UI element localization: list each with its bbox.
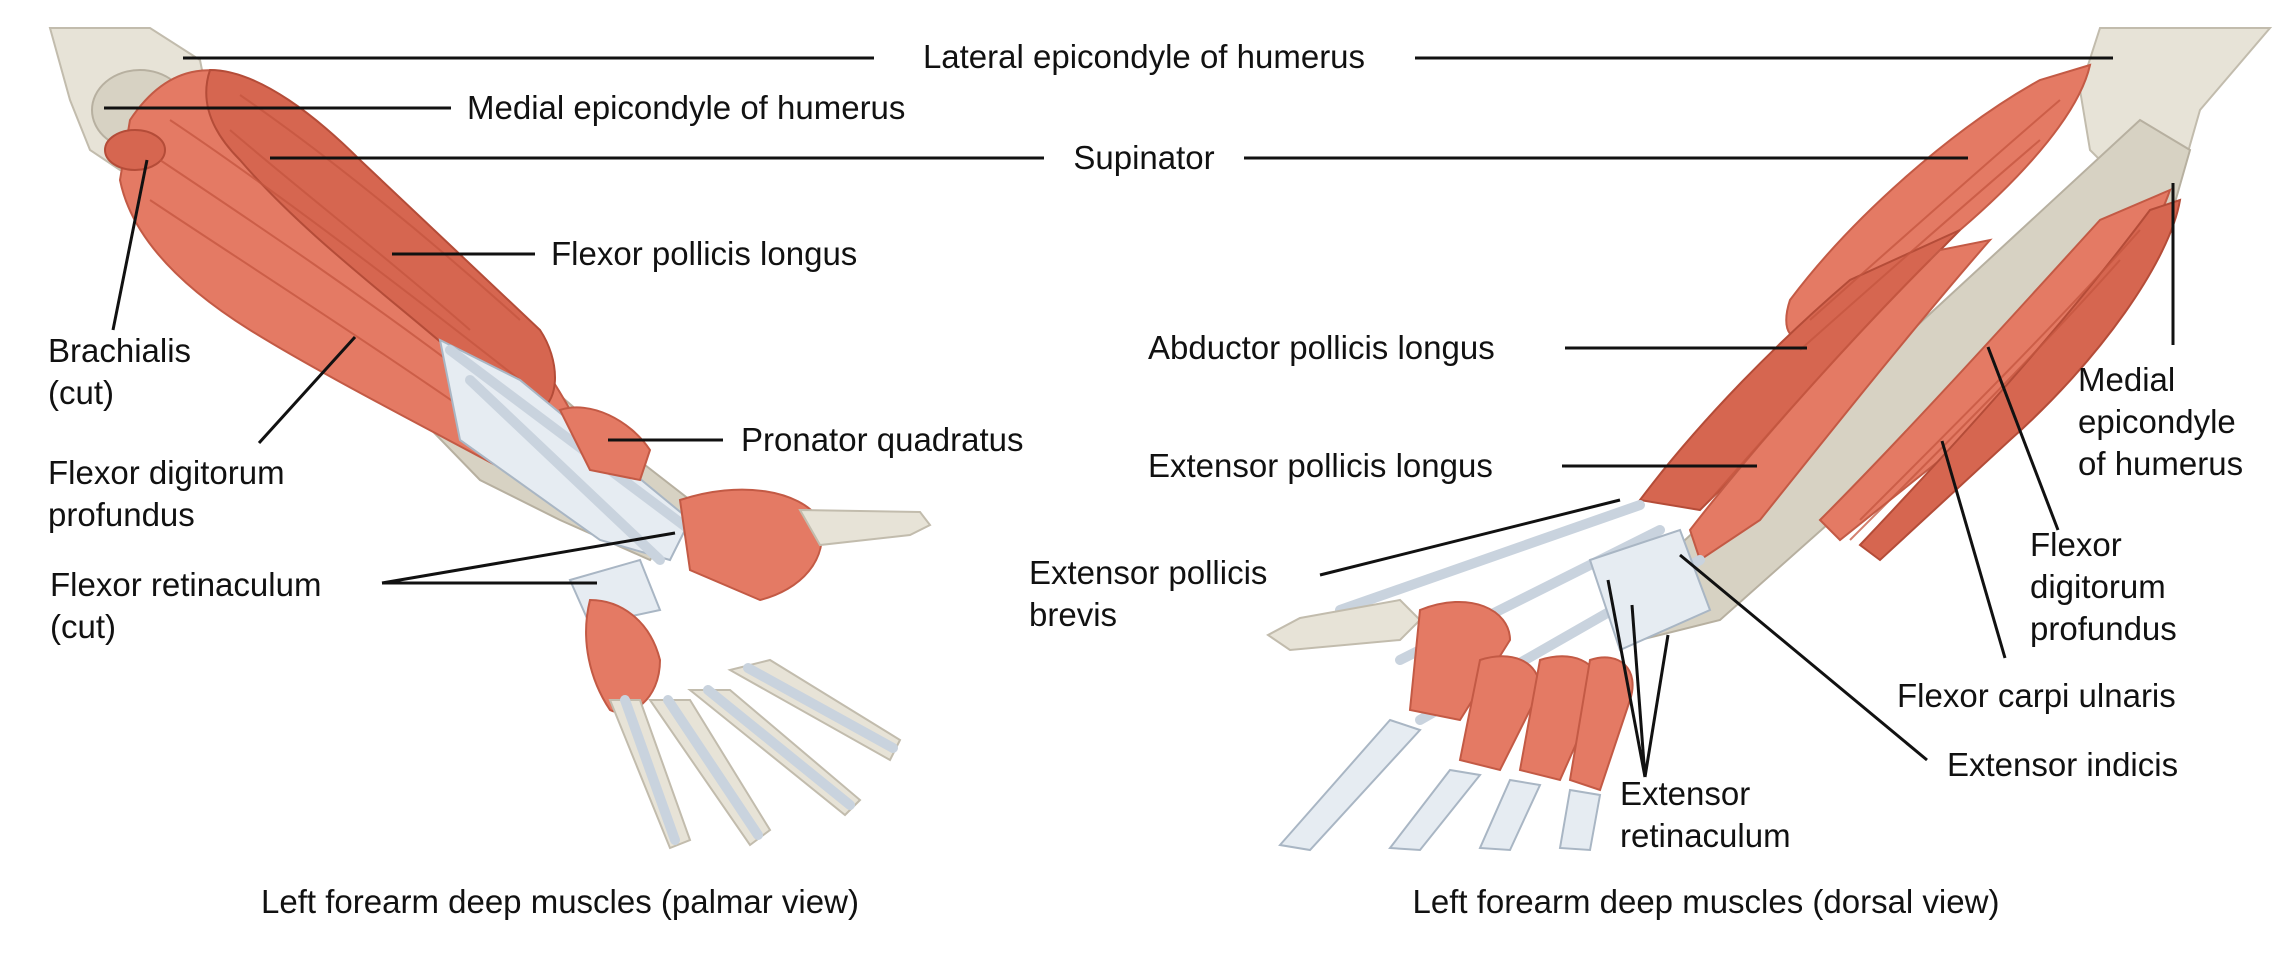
dorsal-finger-4 <box>1558 788 1602 852</box>
label-brachialis-line1: Brachialis <box>48 332 191 369</box>
label-pronator-quadratus: Pronator quadratus <box>741 421 1024 458</box>
dorsal-interosseous-2 <box>1458 655 1542 772</box>
label-extensor-indicis: Extensor indicis <box>1947 746 2178 783</box>
leader-extensor-retinaculum-a <box>1606 579 1647 778</box>
label-flexor-carpi-ulnaris: Flexor carpi ulnaris <box>1897 677 2176 714</box>
dorsal-interosseous-1 <box>1408 601 1512 722</box>
leader-flexor-retinaculum-a <box>381 531 676 585</box>
label-medial-epicondyle-right-line3: of humerus <box>2078 445 2243 482</box>
palmar-view-illustration <box>48 27 932 850</box>
label-flexor-pollicis-longus: Flexor pollicis longus <box>551 235 857 272</box>
label-fdp-right-line1: Flexor <box>2030 526 2122 563</box>
label-brachialis-line2: (cut) <box>48 374 114 411</box>
label-abductor-pollicis-longus: Abductor pollicis longus <box>1148 329 1495 366</box>
dorsal-supinator <box>1785 63 2092 340</box>
palmar-brachialis-cut <box>104 129 166 171</box>
label-flexor-retinaculum-line1: Flexor retinaculum <box>50 566 321 603</box>
caption-palmar-view: Left forearm deep muscles (palmar view) <box>261 883 859 920</box>
label-medial-epicondyle-right-line1: Medial <box>2078 361 2175 398</box>
label-fdp-right-line2: digitorum <box>2030 568 2166 605</box>
label-supinator: Supinator <box>1073 139 1214 176</box>
leader-extensor-retinaculum-c <box>1643 634 1670 778</box>
label-extensor-pollicis-brevis-line1: Extensor pollicis <box>1029 554 1267 591</box>
dorsal-thumb <box>1266 598 1422 652</box>
label-lateral-epicondyle: Lateral epicondyle of humerus <box>923 38 1365 75</box>
label-medial-epicondyle-left: Medial epicondyle of humerus <box>467 89 905 126</box>
leader-extensor-pollicis-brevis <box>1319 498 1621 577</box>
leader-extensor-retinaculum-b <box>1630 604 1647 778</box>
leader-extensor-indicis <box>1679 553 1928 762</box>
dorsal-extensor-retinaculum <box>1588 528 1712 652</box>
label-fdp-right-line3: profundus <box>2030 610 2177 647</box>
dorsal-finger-3 <box>1478 778 1542 852</box>
label-extensor-pollicis-brevis-line2: brevis <box>1029 596 1117 633</box>
leader-fdp-left <box>257 335 357 445</box>
dorsal-view-illustration <box>1266 27 2273 852</box>
label-fdp-left-line2: profundus <box>48 496 195 533</box>
palmar-hypothenar-muscle <box>585 598 662 714</box>
caption-dorsal-view: Left forearm deep muscles (dorsal view) <box>1413 883 2000 920</box>
dorsal-interosseous-4 <box>1568 656 1634 792</box>
leader-lines <box>104 56 2175 778</box>
leader-fdp-right <box>1986 346 2060 531</box>
label-extensor-retinaculum-line2: retinaculum <box>1620 817 1791 854</box>
labels: Lateral epicondyle of humerus Medial epi… <box>48 38 2243 920</box>
dorsal-finger-1 <box>1278 718 1422 852</box>
label-extensor-retinaculum-line1: Extensor <box>1620 775 1750 812</box>
palmar-thumb <box>798 508 932 547</box>
leader-brachialis <box>111 159 149 331</box>
leader-flexor-carpi-ulnaris <box>1940 440 2007 659</box>
label-flexor-retinaculum-line2: (cut) <box>50 608 116 645</box>
label-medial-epicondyle-right-line2: epicondyle <box>2078 403 2236 440</box>
label-fdp-left-line1: Flexor digitorum <box>48 454 285 491</box>
dorsal-finger-2 <box>1388 768 1482 852</box>
label-extensor-pollicis-longus: Extensor pollicis longus <box>1148 447 1493 484</box>
palmar-pronator-quadratus <box>558 406 652 482</box>
dorsal-flexor-carpi-ulnaris <box>1858 198 2182 562</box>
palmar-thenar-muscle <box>678 488 823 602</box>
